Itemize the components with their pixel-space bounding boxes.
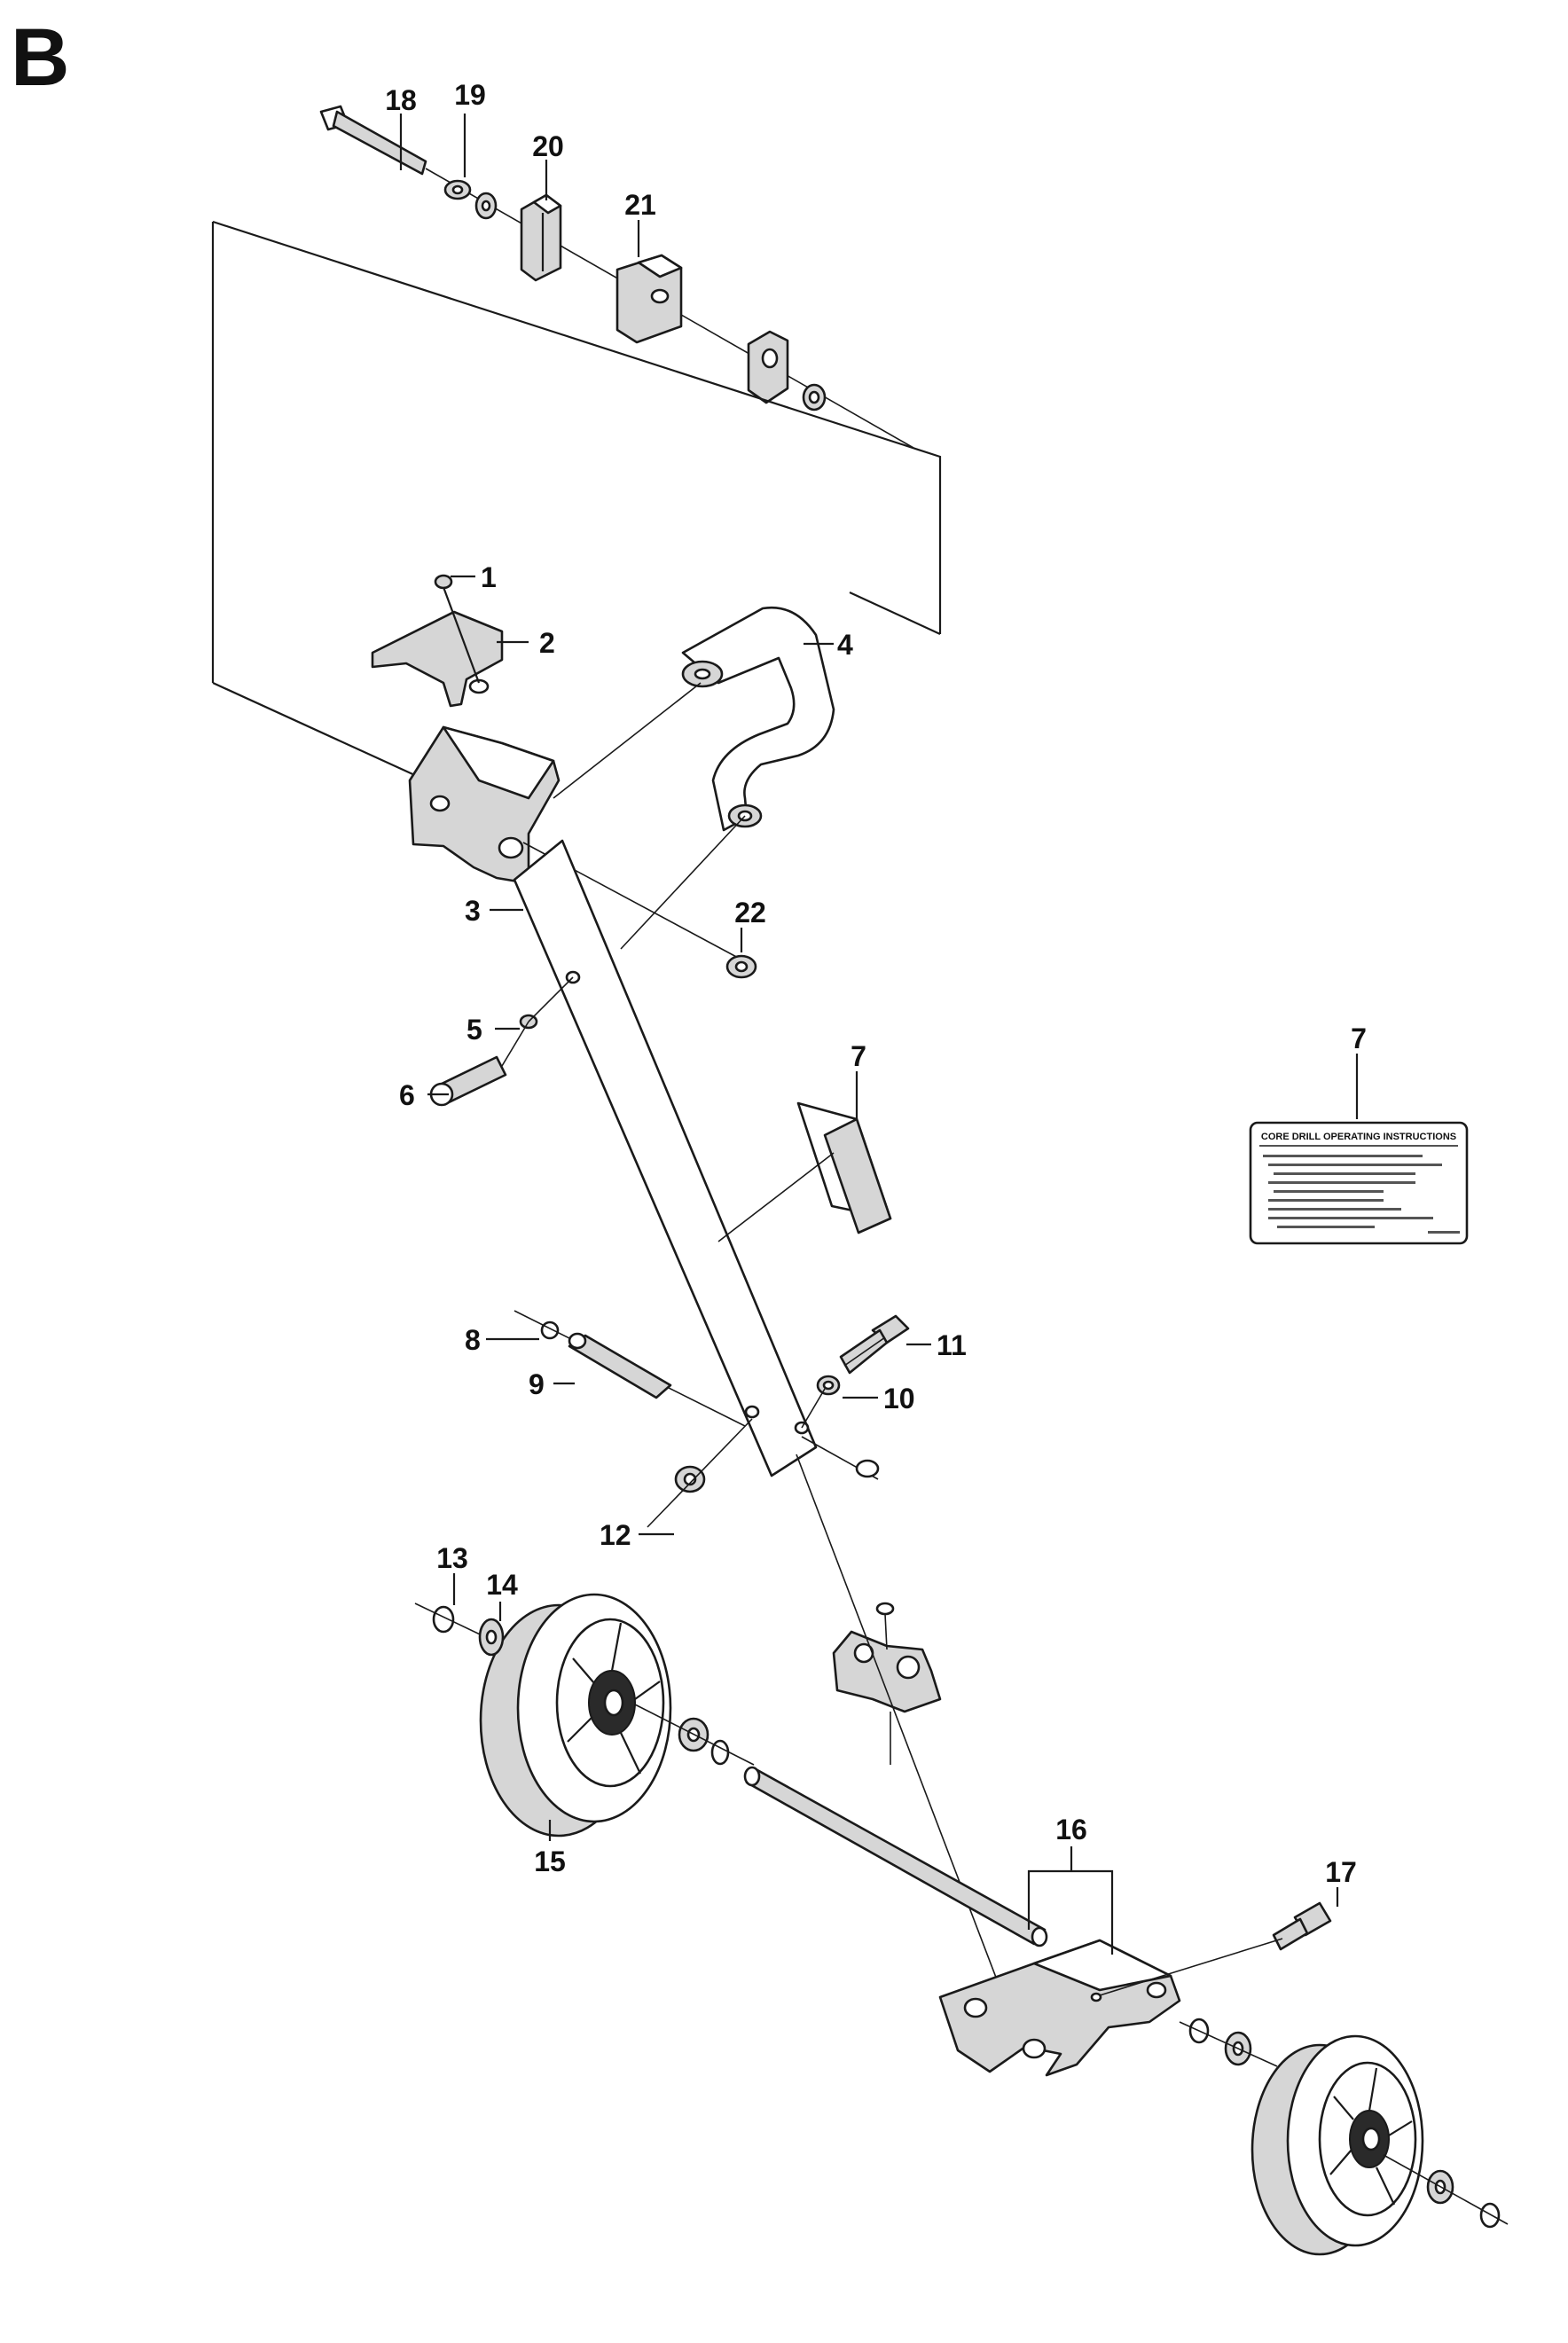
axle-washer-right [1224, 2031, 1252, 2066]
decal-text-line [1268, 1217, 1433, 1219]
decal-text-line [1428, 1231, 1460, 1234]
washer-14 [478, 1618, 505, 1657]
callout-10: 10 [883, 1383, 915, 1414]
washer-19 [443, 179, 498, 220]
axle-bracket [938, 1939, 1181, 2077]
callout-20: 20 [532, 130, 564, 162]
callout-7-tube: 7 [851, 1040, 866, 1072]
leader-lines [399, 114, 1359, 1955]
callout-19: 19 [454, 79, 486, 111]
ring-13 [432, 1605, 455, 1634]
callout-7-decal: 7 [1351, 1023, 1367, 1054]
top-clamp-assembly [319, 105, 914, 449]
clamp-21 [615, 254, 683, 344]
outer-ring-right [1479, 2202, 1501, 2229]
callout-15: 15 [534, 1845, 566, 1877]
callout-3: 3 [465, 895, 481, 927]
callout-14: 14 [486, 1569, 518, 1601]
washer-10 [816, 1375, 841, 1396]
decal-text-line [1268, 1181, 1415, 1184]
axle-16 [743, 1766, 1048, 1947]
callout-22: 22 [734, 897, 766, 929]
callout-8: 8 [465, 1324, 481, 1356]
section-letter: B [11, 12, 69, 103]
callout-13: 13 [436, 1542, 468, 1574]
decal-text-line [1268, 1199, 1384, 1202]
hinge-bracket [832, 1602, 942, 1765]
callout-18: 18 [385, 84, 417, 116]
decal-text-line [1263, 1155, 1423, 1157]
decal-text-line [1274, 1190, 1384, 1193]
pin-9 [568, 1332, 672, 1399]
callout-11: 11 [937, 1329, 967, 1361]
bolt-11 [839, 1314, 910, 1375]
bracket-top [408, 725, 561, 885]
handle-4 [681, 606, 835, 832]
nut-22 [725, 954, 757, 979]
nut [802, 383, 827, 411]
instruction-decal: CORE DRILL OPERATING INSTRUCTIONS [1249, 1121, 1469, 1245]
callout-1: 1 [481, 561, 497, 593]
callout-2: 2 [539, 627, 555, 659]
clamp-insert [747, 330, 789, 404]
spacer-12 [674, 1465, 706, 1493]
clip-ring [855, 1459, 880, 1478]
callout-9: 9 [529, 1368, 545, 1400]
decal-text-line [1268, 1208, 1401, 1211]
clamp-20 [520, 193, 562, 282]
cap-2 [371, 610, 504, 708]
decal-text-line [1277, 1226, 1375, 1228]
callout-12: 12 [600, 1519, 631, 1551]
decal-text-line [1268, 1164, 1442, 1166]
decal-title: CORE DRILL OPERATING INSTRUCTIONS [1261, 1132, 1456, 1142]
wheel-right [1250, 2034, 1424, 2256]
screw-1 [434, 574, 481, 684]
screw-17 [1272, 1901, 1332, 1951]
callout-16: 16 [1055, 1814, 1087, 1845]
bolt-18 [319, 105, 427, 176]
callout-5: 5 [466, 1014, 482, 1046]
washer-8 [540, 1320, 560, 1340]
callout-4: 4 [837, 629, 853, 661]
wheel-15 [479, 1593, 672, 1838]
screw-6 [429, 1055, 507, 1107]
decal-text-line [1274, 1172, 1415, 1175]
assembly-frame [212, 220, 942, 634]
callout-17: 17 [1325, 1856, 1357, 1888]
column-tube-3 [513, 839, 818, 1477]
decal-7-on-tube [796, 1101, 892, 1234]
callout-6: 6 [399, 1079, 415, 1111]
callout-21: 21 [624, 189, 656, 221]
